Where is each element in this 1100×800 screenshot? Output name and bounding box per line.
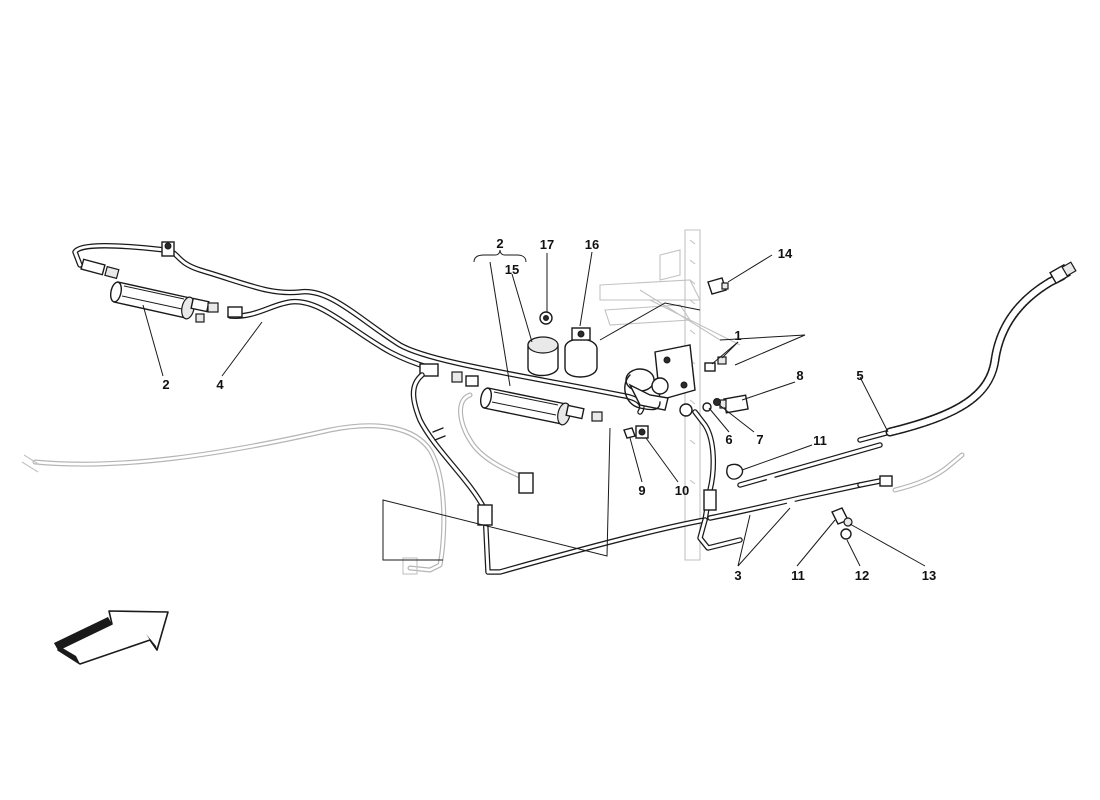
left-fitting [80,258,120,280]
callout-11-upper: 11 [813,433,827,448]
washer-12 [840,528,852,540]
connector-8 [719,394,749,414]
fuel-pump-center [479,387,603,426]
callout-2-center: 2 [496,236,503,251]
callout-16: 16 [585,237,599,252]
washer-6 [702,402,712,412]
callout-7: 7 [756,432,763,447]
nut-7 [713,398,721,406]
fuel-line-pump-outlet [227,299,433,371]
regulator-bracket [624,344,696,411]
callout-15: 15 [505,262,519,277]
callout-11-lower: 11 [791,568,805,583]
callout-5: 5 [856,368,863,383]
callout-1: 1 [734,328,741,343]
line-clip-top [161,241,175,257]
callout-3: 3 [734,568,741,583]
clamp-11-upper [726,463,744,480]
callout-4: 4 [216,377,224,392]
leader-lines [142,249,926,567]
callout-10: 10 [675,483,689,498]
flexible-hose [857,261,1077,443]
callout-6: 6 [725,432,732,447]
nut-17 [539,311,553,325]
hose-end-fitting [857,452,965,493]
screw-set-1 [704,356,727,372]
ghost-return-line [21,423,447,575]
callout-2-left: 2 [162,377,169,392]
fuel-pump-left [109,281,243,323]
clip-14 [707,277,729,295]
pump-inlet-fittings [419,363,479,387]
callout-17: 17 [540,237,554,252]
callout-labels: 1 2 2 3 4 5 6 7 8 9 10 11 11 12 13 14 15… [162,236,936,583]
callout-13: 13 [922,568,936,583]
ghost-secondary-hose [458,392,534,494]
rubber-mount-15 [527,336,559,377]
callout-9: 9 [638,483,645,498]
return-fitting [679,403,693,417]
callout-14: 14 [778,246,793,261]
clamp-10 [635,425,649,439]
nut-9 [623,427,636,439]
callout-8: 8 [796,368,803,383]
callout-12: 12 [855,568,869,583]
return-line-gaps [766,475,798,515]
return-line [410,372,883,575]
direction-arrow-icon [54,610,169,665]
clamp-16 [564,327,598,378]
